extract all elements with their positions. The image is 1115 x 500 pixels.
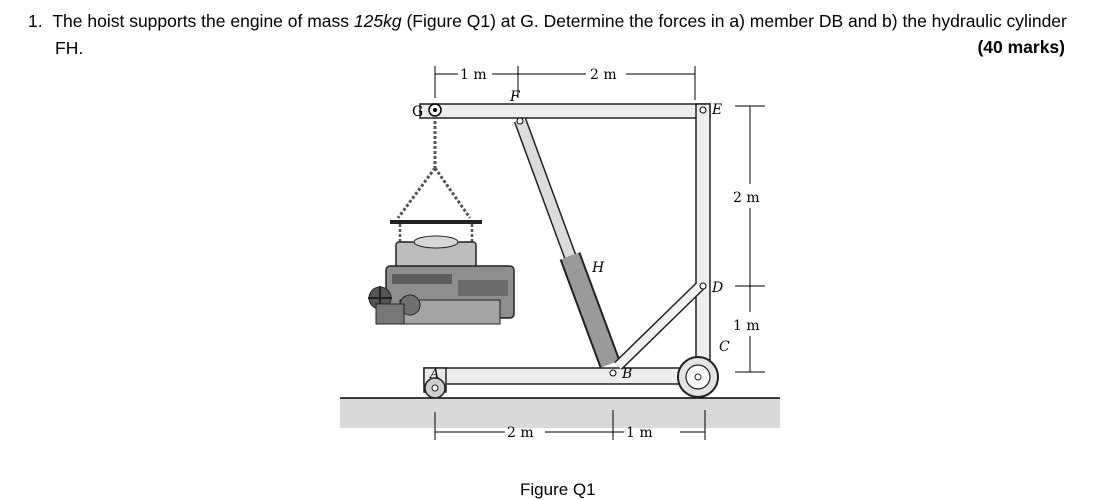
- question-number: 1.: [28, 11, 43, 31]
- label-d: D: [711, 280, 723, 296]
- chain-left: [396, 167, 437, 219]
- engine: [368, 235, 515, 325]
- label-f: F: [509, 89, 521, 105]
- pin-d: [699, 282, 707, 290]
- dim-top-left: 1 m: [460, 67, 487, 83]
- dim-right-upper: 2 m: [733, 190, 760, 206]
- label-c: C: [719, 339, 730, 355]
- figure-caption: Figure Q1: [520, 480, 596, 499]
- dim-right-lower: 1 m: [733, 318, 760, 334]
- top-dimension: [434, 66, 696, 100]
- pin-f: [516, 117, 524, 125]
- chain-right: [433, 167, 472, 219]
- question-text-part2: (Figure Q1) at G. Determine the forces i…: [401, 11, 1067, 31]
- dim-bottom-left: 2 m: [507, 425, 534, 441]
- right-dimension: [735, 105, 765, 373]
- pin-g-center: [433, 108, 437, 112]
- cylinder-rod: [515, 118, 575, 258]
- top-beam: [419, 103, 711, 119]
- bottom-dimension: [434, 410, 706, 440]
- question-line-2: FH.: [55, 38, 84, 58]
- label-h: H: [591, 260, 605, 276]
- dim-bottom-right: 1 m: [626, 425, 653, 441]
- base-beam: [423, 367, 715, 385]
- label-e: E: [711, 102, 722, 118]
- pin-e: [699, 106, 707, 114]
- label-a: A: [429, 367, 439, 382]
- dim-top-right: 2 m: [590, 67, 617, 83]
- question-line-1: 1. The hoist supports the engine of mass…: [28, 11, 1067, 32]
- question-text-part1: The hoist supports the engine of mass: [52, 11, 354, 31]
- marks-label: (40 marks): [977, 37, 1065, 57]
- mass-value: 125kg: [353, 11, 402, 31]
- label-g: G: [412, 104, 423, 120]
- wheel-c-hub: [694, 373, 702, 381]
- label-b: B: [621, 366, 632, 382]
- floor-shadow: [340, 398, 780, 428]
- member-db: [615, 283, 703, 369]
- cylinder-barrel: [561, 252, 619, 368]
- vertical-post: [695, 103, 711, 385]
- wheel-a-hub: [431, 384, 439, 392]
- pin-b: [609, 369, 617, 377]
